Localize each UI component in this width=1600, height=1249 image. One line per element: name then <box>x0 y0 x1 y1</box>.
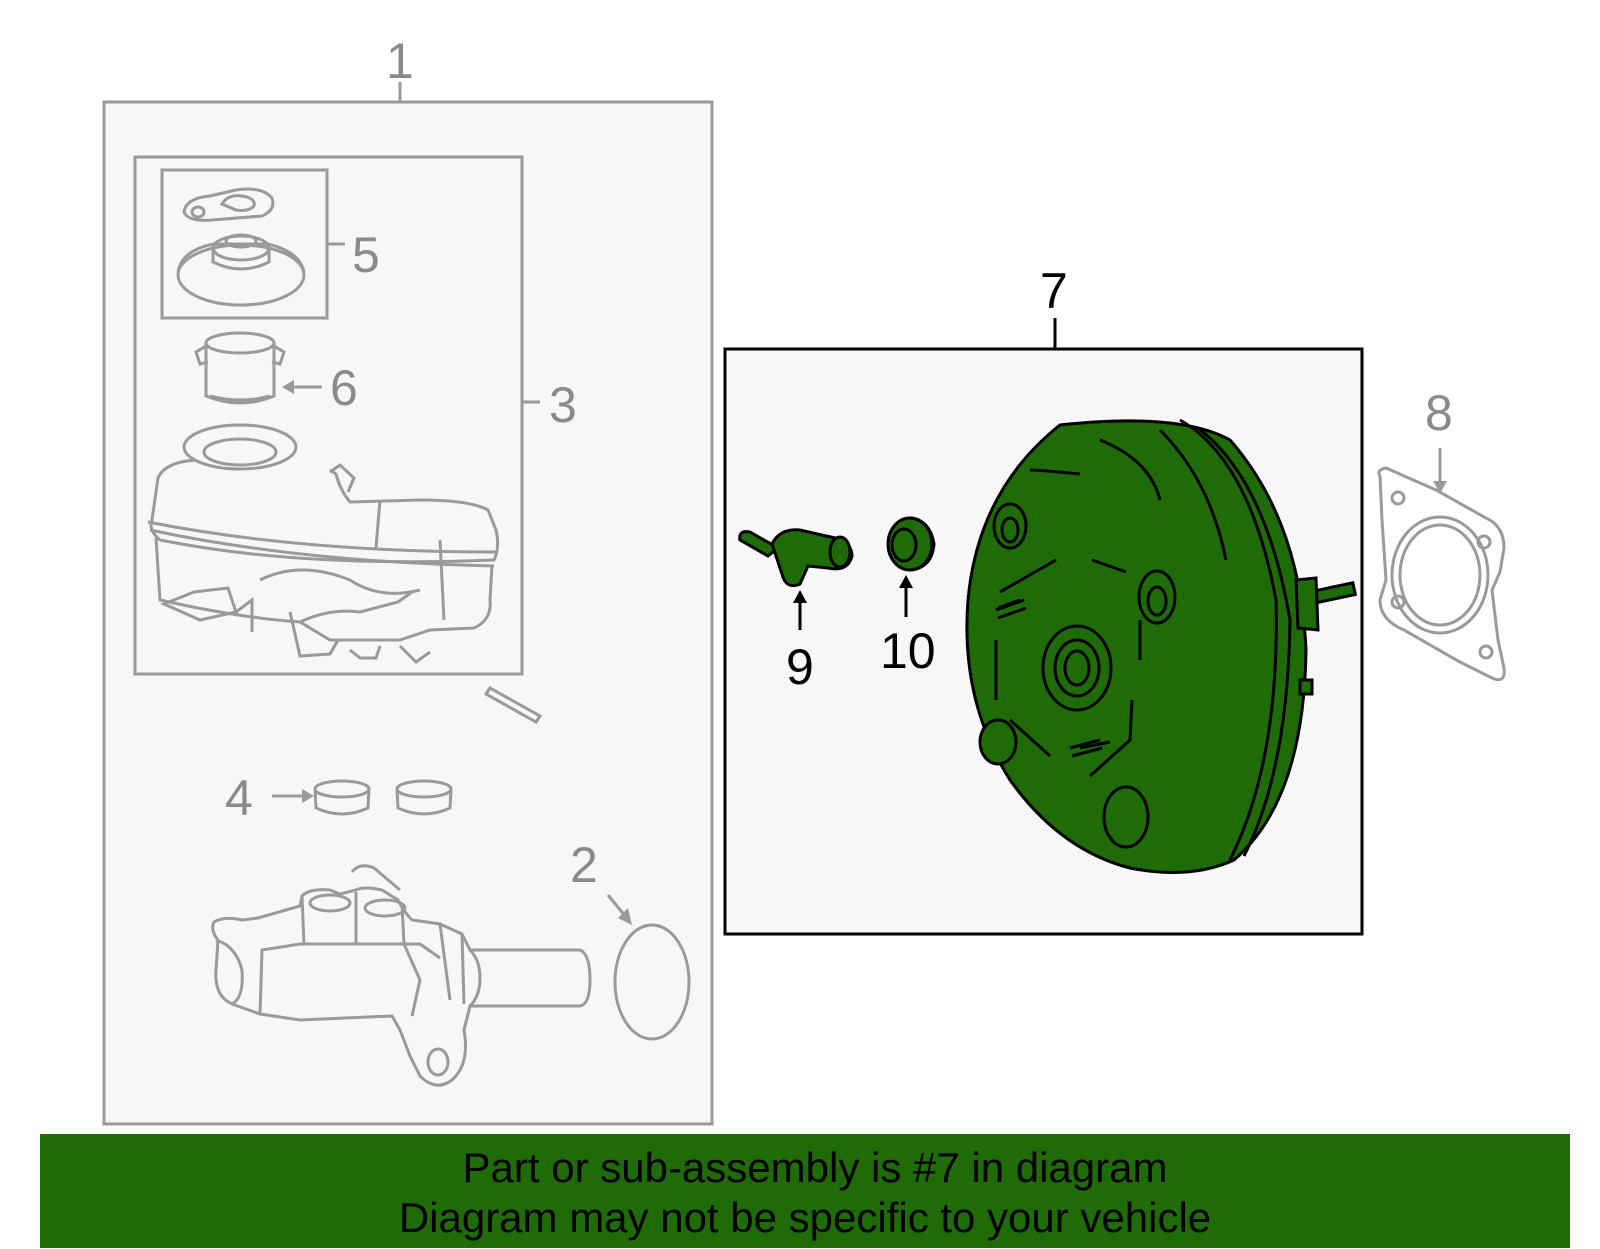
banner-line-1: Part or sub-assembly is #7 in diagram <box>462 1144 1168 1191</box>
valve-grommet-part <box>886 516 936 572</box>
seal-ring-part <box>613 923 691 1041</box>
callout-9: 9 <box>786 639 814 695</box>
callout-2: 2 <box>570 837 598 893</box>
callout-6: 6 <box>330 360 358 416</box>
gasket-8-group: 8 <box>1377 385 1506 682</box>
grommet-parts <box>313 779 453 816</box>
callout-4: 4 <box>225 770 253 826</box>
strainer-part <box>194 331 286 405</box>
assembly-7-group: 7 <box>723 263 1364 936</box>
info-banner: Part or sub-assembly is #7 in diagram Di… <box>40 1134 1570 1248</box>
callout-7: 7 <box>1040 263 1068 319</box>
banner-line-2: Diagram may not be specific to your vehi… <box>398 1194 1212 1241</box>
reservoir-tank-part <box>147 423 500 664</box>
callout-3: 3 <box>549 377 577 433</box>
check-valve-part <box>738 528 854 588</box>
assembly-1-group: 1 3 5 6 <box>102 33 714 1126</box>
pin-part <box>483 686 543 724</box>
brake-booster-part <box>965 418 1358 874</box>
callout-1: 1 <box>386 33 414 89</box>
reservoir-cap-part <box>176 187 306 307</box>
callout-10: 10 <box>880 623 936 679</box>
master-cylinder-part <box>211 864 592 1087</box>
gasket-plate-part <box>1377 466 1506 682</box>
callout-5: 5 <box>352 227 380 283</box>
callout-8: 8 <box>1425 385 1453 441</box>
